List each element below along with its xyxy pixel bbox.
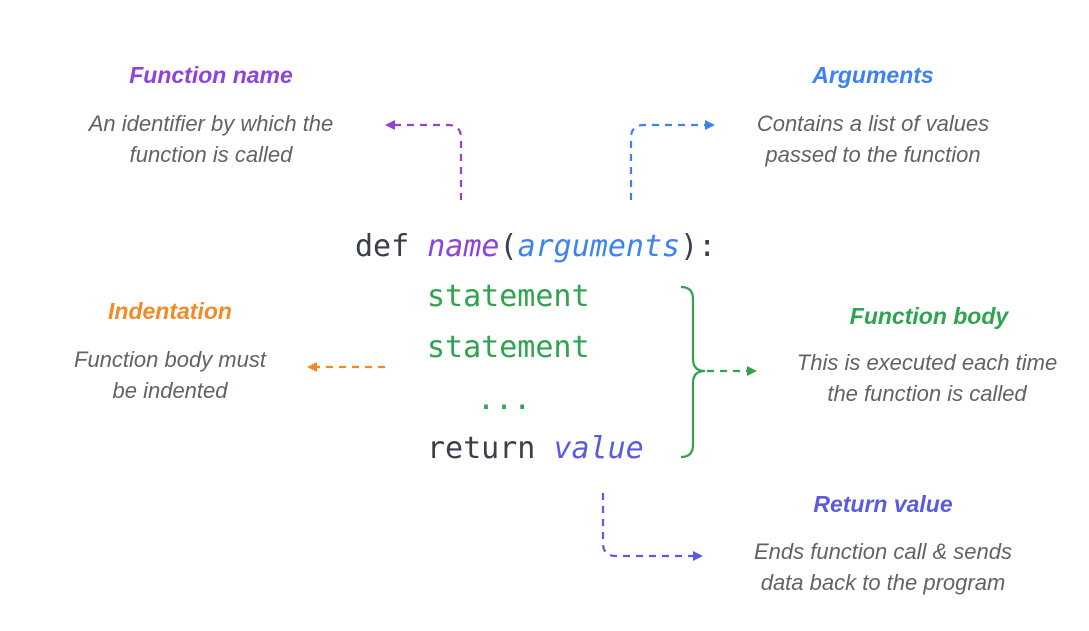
function-name-desc-line-1: An identifier by which the bbox=[88, 111, 334, 136]
function-body-desc-line-1: This is executed each time bbox=[796, 350, 1058, 375]
arguments-desc-line-1: Contains a list of values bbox=[756, 111, 990, 136]
function-name-arrow bbox=[385, 120, 463, 200]
return-value-title: Return value bbox=[813, 491, 953, 517]
code-statement-2: statement bbox=[427, 330, 590, 365]
function-name-desc-line-2: function is called bbox=[129, 142, 293, 167]
indentation-desc-line-1: Function body must bbox=[74, 347, 266, 372]
return-value-desc-line-2: data back to the program bbox=[760, 570, 1006, 595]
function-body-desc-line-2: the function is called bbox=[827, 381, 1027, 406]
indentation-title: Indentation bbox=[108, 298, 232, 324]
return-value-desc-line-1: Ends function call & sends bbox=[753, 539, 1013, 564]
code-arguments: arguments bbox=[517, 229, 681, 264]
code-return-value: value bbox=[553, 431, 644, 466]
code-paren-close: ): bbox=[680, 229, 717, 264]
code-def-keyword: def bbox=[355, 229, 410, 264]
code-return-keyword: return bbox=[427, 431, 536, 466]
code-ellipsis: ... bbox=[477, 382, 532, 417]
code-paren-open: ( bbox=[499, 229, 518, 264]
return-value-arrow bbox=[601, 493, 703, 561]
function-body-brace bbox=[680, 285, 706, 459]
function-body-title: Function body bbox=[849, 303, 1009, 329]
code-return-line: return value bbox=[427, 431, 644, 467]
code-statement-1: statement bbox=[427, 279, 590, 314]
arguments-title: Arguments bbox=[812, 62, 934, 88]
code-def-line: def name(arguments): bbox=[355, 229, 716, 265]
code-function-name: name bbox=[427, 229, 500, 264]
arguments-desc-line-2: passed to the function bbox=[765, 142, 981, 167]
function-name-title: Function name bbox=[129, 62, 293, 88]
arguments-arrow bbox=[629, 120, 715, 200]
indentation-desc-line-2: be indented bbox=[112, 378, 228, 403]
